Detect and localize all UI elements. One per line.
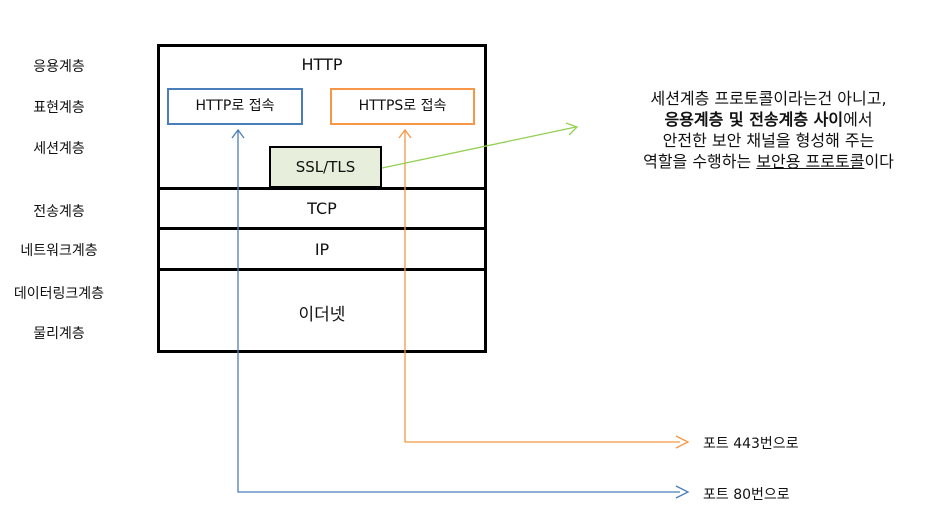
note-line-4: 역할을 수행하는 보안용 프로토콜이다	[585, 151, 952, 172]
http-up-arrowhead	[231, 128, 245, 139]
https-port-arrow	[404, 130, 680, 443]
stack-divider-transport-network	[157, 227, 487, 230]
layer-label-network: 네트워크계층	[20, 243, 98, 259]
http-connect-box: HTTP로 접속	[167, 88, 303, 125]
port-443-label: 포트 443번으로	[703, 436, 799, 452]
ssl-explanation-note: 세션계층 프로토콜이라는건 아니고, 응용계층 및 전송계층 사이에서 안전한 …	[585, 88, 952, 172]
ssl-note-arrowhead	[565, 122, 579, 136]
layer-label-application: 응용계층	[33, 59, 85, 75]
note-line-3: 안전한 보안 채널을 형성해 주는	[662, 131, 875, 150]
ip-label: IP	[314, 240, 330, 259]
https-right-arrowhead	[675, 435, 690, 449]
protocol-stack	[157, 44, 487, 353]
http-right-arrowhead	[675, 485, 690, 499]
layer-label-session: 세션계층	[33, 141, 85, 157]
layer-label-presentation: 표현계층	[33, 100, 85, 116]
http-label: HTTP	[301, 55, 343, 74]
ethernet-label: 이더넷	[298, 305, 346, 325]
ssl-note-arrow	[381, 126, 577, 169]
note-line-4-pre: 역할을 수행하는	[643, 152, 757, 171]
layer-label-physical: 물리계층	[33, 326, 85, 342]
layer-label-datalink: 데이터링크계층	[13, 286, 105, 302]
note-line-4-post: 이다	[864, 152, 894, 171]
http-port-arrow	[237, 130, 680, 493]
port-80-label: 포트 80번으로	[703, 487, 790, 503]
https-up-arrowhead	[398, 128, 412, 139]
https-connect-box: HTTPS로 접속	[330, 88, 475, 125]
note-line-2-bold: 응용계층 및 전송계층 사이	[664, 110, 844, 129]
note-line-2-rest: 에서	[843, 110, 873, 129]
ssl-tls-box: SSL/TLS	[269, 146, 382, 188]
stack-divider-network-datalink	[157, 268, 487, 271]
note-line-2: 응용계층 및 전송계층 사이에서	[585, 109, 952, 130]
tcp-label: TCP	[307, 199, 337, 218]
note-line-4-underline: 보안용 프로토콜	[756, 152, 865, 171]
layer-label-transport: 전송계층	[33, 204, 85, 220]
note-line-1: 세션계층 프로토콜이라는건 아니고,	[650, 89, 887, 108]
stack-divider-session-transport	[157, 187, 487, 190]
